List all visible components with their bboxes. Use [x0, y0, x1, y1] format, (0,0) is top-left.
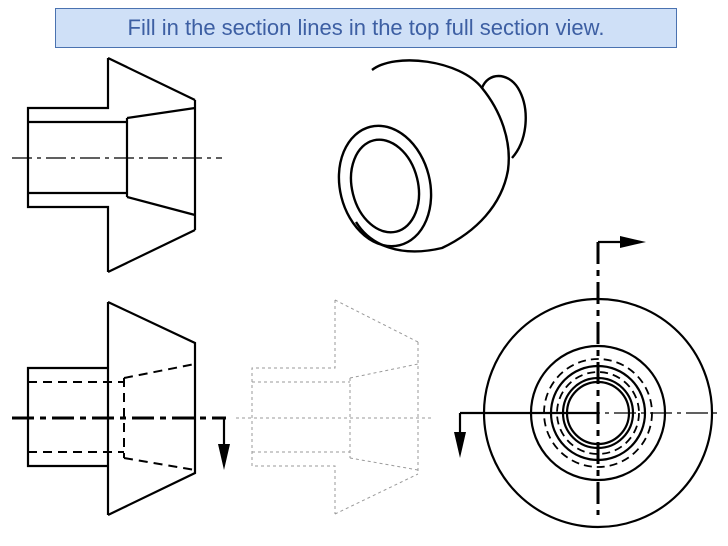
ghost-counterbore-upper [349, 363, 419, 379]
counterbore-lower-line [126, 195, 196, 217]
ghost-cone-upper [334, 299, 419, 343]
ghost-counterbore-lower [349, 457, 419, 471]
hidden-counterbore-upper [123, 363, 196, 379]
hidden-lines [28, 363, 196, 471]
front-view [12, 301, 230, 516]
hidden-counterbore-lower [123, 457, 196, 471]
ghost-cone-lower [334, 473, 419, 515]
instruction-banner: Fill in the section lines in the top ful… [55, 8, 677, 48]
isometric-view [337, 59, 527, 253]
section-outline-bottom-half [26, 158, 110, 272]
front-face-inner-ellipse [349, 138, 421, 234]
cone-upper-edge [107, 57, 196, 101]
rear-boss-outline [480, 74, 527, 159]
down-arrow-icon [218, 444, 230, 470]
cone-body-outline [354, 59, 510, 253]
hidden-circle-inner [556, 371, 640, 455]
ghost-outline [251, 300, 336, 514]
ghost-section-view [236, 299, 432, 515]
front-face-outer-ellipse [337, 124, 433, 248]
instruction-text: Fill in the section lines in the top ful… [127, 15, 605, 40]
section-outline-top-half [26, 58, 110, 158]
side-view [454, 236, 720, 529]
counterbore-upper-line [126, 106, 196, 120]
right-arrow-icon [620, 236, 646, 248]
cone-lower-edge [107, 229, 196, 273]
front-view-outline [107, 301, 197, 516]
down-arrow-icon [454, 432, 466, 458]
top-full-section-view [12, 57, 222, 273]
